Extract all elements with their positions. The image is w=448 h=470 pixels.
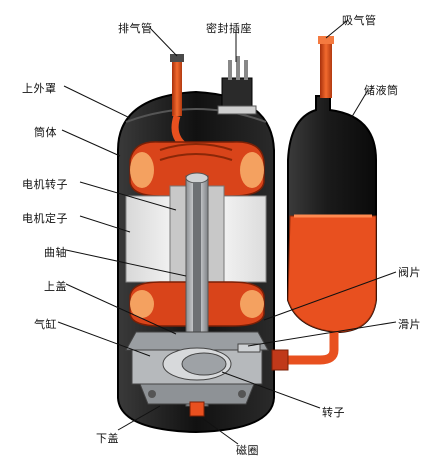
upper-cover-label: 上外罩	[22, 82, 57, 95]
suction-pipe-label: 吸气管	[342, 14, 377, 27]
pump-assembly	[125, 331, 269, 417]
crankshaft-label: 曲轴	[44, 246, 67, 259]
lower-cover-label: 下盖	[96, 432, 119, 445]
roller-label: 转子	[322, 406, 345, 419]
upper-bearing-label: 上盖	[44, 280, 67, 293]
valve-plate-label: 阀片	[398, 266, 421, 279]
discharge-pipe-label: 排气管	[118, 22, 153, 35]
accumulator-label: 储液筒	[364, 84, 399, 97]
motor-stator-label: 电机定子	[22, 212, 68, 225]
sealed-socket-label: 密封插座	[206, 22, 252, 35]
upper-winding	[129, 141, 265, 197]
suction-pipe	[271, 36, 339, 371]
sealed-socket	[217, 56, 257, 115]
shell-label: 筒体	[34, 126, 57, 139]
leader-lines	[57, 19, 397, 445]
cylinder-label: 气缸	[34, 318, 57, 331]
sliding-vane-label: 滑片	[398, 318, 421, 331]
lower-winding	[129, 281, 265, 327]
accumulator	[287, 95, 377, 334]
magnetic-ring-label: 磁圈	[236, 444, 259, 457]
motor-rotor-label: 电机转子	[22, 178, 68, 191]
